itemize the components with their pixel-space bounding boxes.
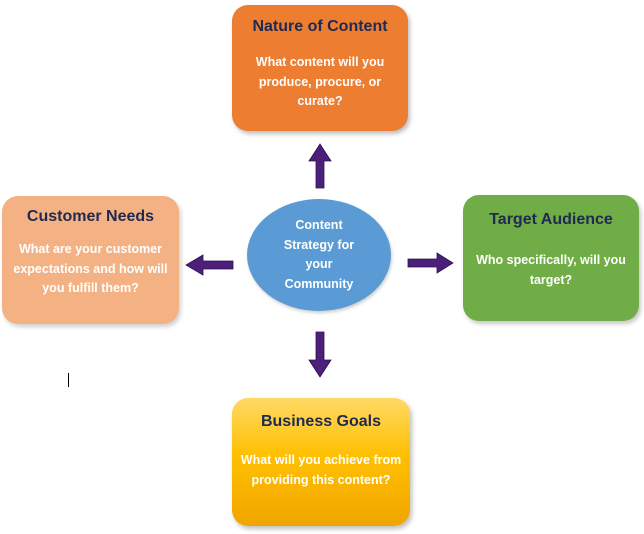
business-goals-question: What will you achieve from providing thi… — [240, 453, 402, 487]
text-cursor — [68, 373, 69, 387]
content-strategy-label: Content Strategy for your Community — [283, 218, 355, 291]
business-goals-title: Business Goals — [260, 413, 382, 430]
nature-of-content-question: What content will you produce, procure, … — [255, 55, 385, 108]
arrow-left-icon — [185, 254, 234, 276]
target-audience-question: Who specifically, will you target? — [476, 253, 626, 287]
customer-needs-box: Customer Needs What are your customer ex… — [2, 196, 179, 324]
customer-needs-question: What are your customer expectations and … — [13, 242, 168, 295]
customer-needs-title: Customer Needs — [26, 208, 155, 225]
content-strategy-circle: Content Strategy for your Community — [247, 199, 391, 311]
target-audience-box: Target Audience Who specifically, will y… — [463, 195, 639, 321]
arrow-down-icon — [308, 331, 332, 378]
business-goals-box: Business Goals What will you achieve fro… — [232, 398, 410, 526]
arrow-right-icon — [407, 252, 454, 274]
nature-of-content-title: Nature of Content — [252, 18, 388, 35]
arrow-up-icon — [308, 143, 332, 189]
nature-of-content-box: Nature of Content What content will you … — [232, 5, 408, 131]
target-audience-title: Target Audience — [489, 211, 613, 228]
